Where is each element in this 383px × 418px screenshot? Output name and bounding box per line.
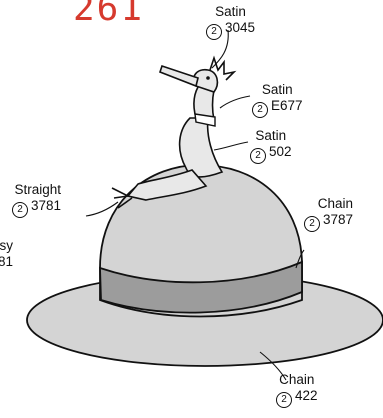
- strand-count-icon: 2: [304, 216, 320, 232]
- thread-code: 3781: [31, 198, 61, 213]
- thread-code: 3781: [0, 254, 13, 269]
- label-crest-stitch: Satin: [252, 82, 303, 98]
- strand-count-icon: 2: [12, 202, 28, 218]
- leader-crest: [220, 96, 250, 108]
- label-hat-crown-stitch: Chain: [304, 196, 353, 212]
- label-hat-left-stitch: Lazy Daisy: [0, 238, 13, 254]
- strand-count-icon: 2: [206, 24, 222, 40]
- strand-count-icon: 2: [250, 148, 266, 164]
- leader-neck: [214, 142, 248, 150]
- thread-code: 502: [269, 144, 292, 159]
- strand-count-icon: 2: [276, 392, 292, 408]
- label-neck-stitch: Satin: [250, 128, 292, 144]
- label-hat-brim-stitch: Chain: [276, 372, 318, 388]
- bird-eye: [206, 76, 210, 80]
- thread-code: 422: [295, 388, 318, 403]
- label-wing-tips-stitch: Straight: [12, 182, 61, 198]
- strand-count-icon: 2: [252, 102, 268, 118]
- thread-code: 3045: [225, 20, 255, 35]
- thread-code: E677: [271, 98, 303, 113]
- bird-beak: [160, 66, 198, 86]
- label-beak-stitch: Satin: [206, 4, 255, 20]
- thread-code: 3787: [323, 212, 353, 227]
